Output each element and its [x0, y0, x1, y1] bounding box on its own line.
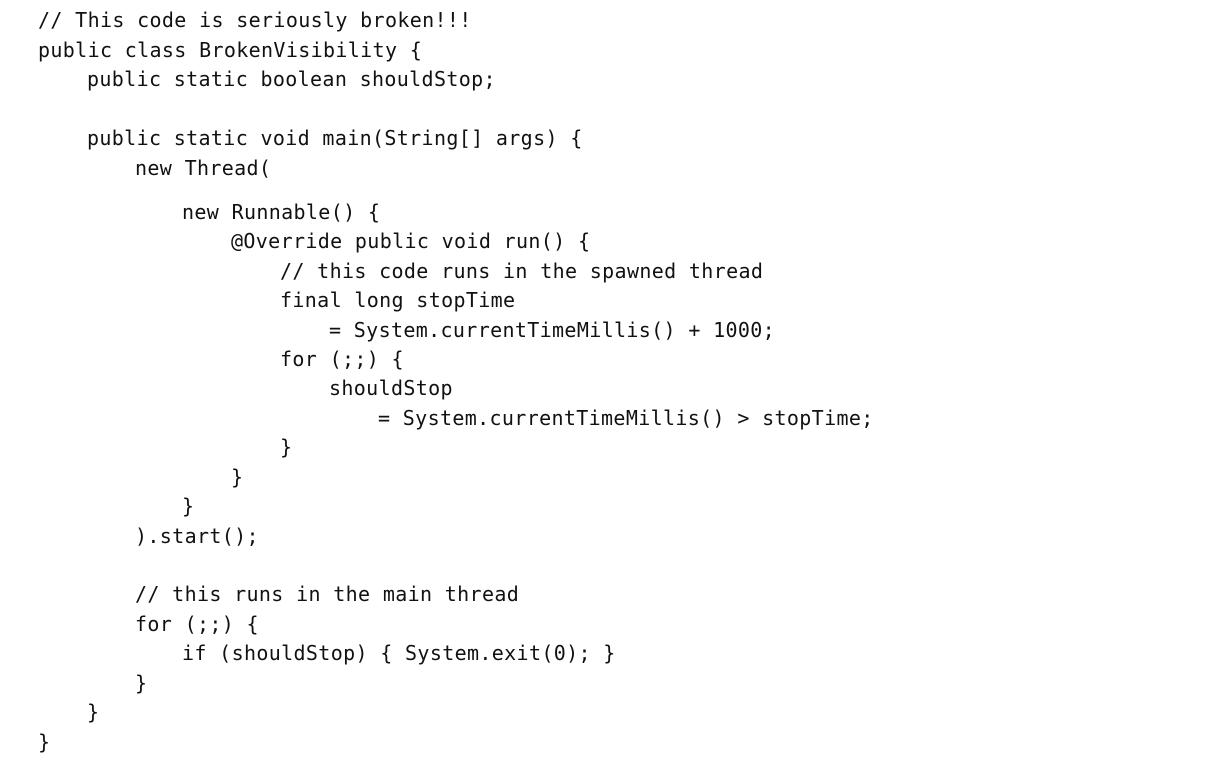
code-line-stoptime-assign: = System.currentTimeMillis() + 1000; — [329, 318, 776, 342]
code-line-new-runnable: new Runnable() { — [182, 200, 381, 224]
code-line-new-thread: new Thread( — [135, 156, 272, 180]
code-line-close-main: } — [87, 700, 100, 724]
code-line-close-class: } — [38, 730, 51, 754]
code-line-comment-main: // this runs in the main thread — [135, 582, 520, 606]
code-line-shouldstop-assign: = System.currentTimeMillis() > stopTime; — [378, 406, 874, 430]
code-line-close-main-for: } — [135, 671, 148, 695]
code-line-shouldstop-target: shouldStop — [329, 376, 453, 400]
code-line-stoptime-decl: final long stopTime — [280, 288, 516, 312]
code-line-comment-broken: // This code is seriously broken!!! — [38, 8, 472, 32]
code-line-close-for: } — [280, 435, 293, 459]
code-line-if-shouldstop: if (shouldStop) { System.exit(0); } — [182, 641, 616, 665]
code-line-thread-start: ).start(); — [135, 524, 259, 548]
code-line-field-declaration: public static boolean shouldStop; — [87, 67, 496, 91]
code-line-class-declaration: public class BrokenVisibility { — [38, 38, 423, 62]
code-line-close-runnable: } — [182, 494, 195, 518]
code-line-inner-for-loop: for (;;) { — [280, 347, 404, 371]
code-line-comment-spawned: // this code runs in the spawned thread — [280, 259, 764, 283]
code-line-run-method: @Override public void run() { — [231, 229, 591, 253]
code-line-close-run: } — [231, 465, 244, 489]
code-line-main-method: public static void main(String[] args) { — [87, 126, 583, 150]
code-line-main-for-loop: for (;;) { — [135, 612, 259, 636]
